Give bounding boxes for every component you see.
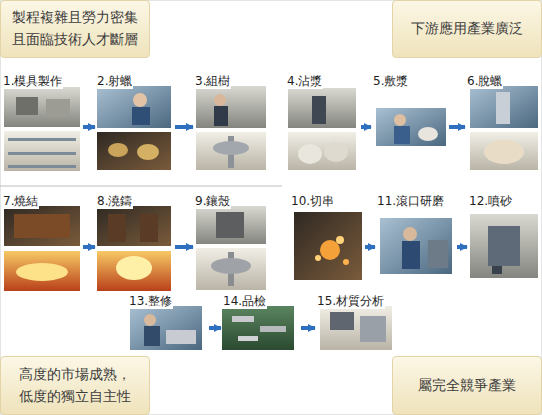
step-label: 7.燒結 bbox=[2, 194, 39, 209]
flow-arrow bbox=[365, 245, 375, 249]
process-step: 14.品檢 bbox=[222, 290, 300, 354]
process-step: 3.組樹 bbox=[194, 70, 268, 172]
summary-text: 高度的市場成熟， 低度的獨立自主性 bbox=[9, 364, 142, 407]
photo bbox=[196, 206, 266, 290]
photo bbox=[294, 212, 362, 280]
flow-arrow bbox=[83, 245, 95, 249]
flow-arrow bbox=[301, 326, 315, 330]
photo bbox=[470, 214, 538, 278]
photo bbox=[4, 87, 80, 171]
process-step: 1.模具製作 bbox=[2, 70, 82, 172]
summary-box: 製程複雜且勞力密集 且面臨技術人才斷層 bbox=[0, 0, 150, 58]
photo bbox=[222, 306, 294, 350]
photo bbox=[470, 86, 538, 170]
process-step: 2.射蠟 bbox=[96, 70, 174, 172]
step-label: 6.脫蠟 bbox=[466, 74, 503, 89]
photo bbox=[97, 86, 171, 170]
summary-box: 下游應用產業廣泛 bbox=[392, 0, 542, 58]
process-step: 9.鑲殼 bbox=[194, 190, 268, 292]
process-step: 15.材質分析 bbox=[316, 290, 396, 354]
summary-text: 下游應用產業廣泛 bbox=[411, 18, 523, 40]
step-label: 2.射蠟 bbox=[96, 74, 133, 89]
process-step: 7.燒結 bbox=[2, 190, 82, 292]
step-label: 1.模具製作 bbox=[2, 74, 63, 89]
photo bbox=[4, 206, 80, 291]
summary-text: 屬完全競爭產業 bbox=[418, 375, 516, 397]
step-label: 5.敷漿 bbox=[372, 74, 409, 89]
flow-arrow bbox=[175, 245, 193, 249]
summary-text: 製程複雜且勞力密集 且面臨技術人才斷層 bbox=[9, 7, 142, 50]
process-step: 12.噴砂 bbox=[468, 190, 540, 292]
flow-arrow bbox=[361, 125, 371, 129]
photo bbox=[130, 306, 202, 350]
step-label: 12.噴砂 bbox=[468, 194, 513, 209]
summary-box: 高度的市場成熟， 低度的獨立自主性 bbox=[0, 356, 150, 415]
summary-box: 屬完全競爭產業 bbox=[392, 356, 542, 415]
step-label: 4.沾漿 bbox=[286, 74, 323, 89]
step-label: 10.切串 bbox=[290, 194, 335, 209]
step-label: 9.鑲殼 bbox=[194, 194, 231, 209]
photo bbox=[380, 218, 452, 274]
flow-arrow bbox=[449, 125, 465, 129]
step-label: 11.滾口研磨 bbox=[376, 194, 445, 209]
photo bbox=[97, 206, 171, 291]
step-label: 8.澆鑄 bbox=[96, 194, 133, 209]
photo bbox=[320, 306, 392, 350]
flow-arrow bbox=[457, 245, 467, 249]
flow-arrow bbox=[209, 326, 221, 330]
row-separator bbox=[0, 186, 282, 187]
photo bbox=[288, 88, 356, 170]
process-step: 6.脫蠟 bbox=[466, 70, 540, 172]
step-label: 3.組樹 bbox=[194, 74, 231, 89]
photo bbox=[196, 86, 266, 170]
step-label: 15.材質分析 bbox=[316, 294, 385, 309]
step-label: 14.品檢 bbox=[222, 294, 267, 309]
process-step: 11.滾口研磨 bbox=[376, 190, 456, 292]
process-step: 8.澆鑄 bbox=[96, 190, 174, 292]
flow-arrow bbox=[83, 125, 95, 129]
flow-arrow bbox=[175, 125, 193, 129]
process-step: 5.敷漿 bbox=[372, 70, 448, 172]
process-step: 10.切串 bbox=[290, 190, 364, 292]
photo bbox=[376, 108, 446, 146]
process-step: 13.整修 bbox=[128, 290, 208, 354]
step-label: 13.整修 bbox=[128, 294, 173, 309]
process-step: 4.沾漿 bbox=[286, 70, 360, 172]
